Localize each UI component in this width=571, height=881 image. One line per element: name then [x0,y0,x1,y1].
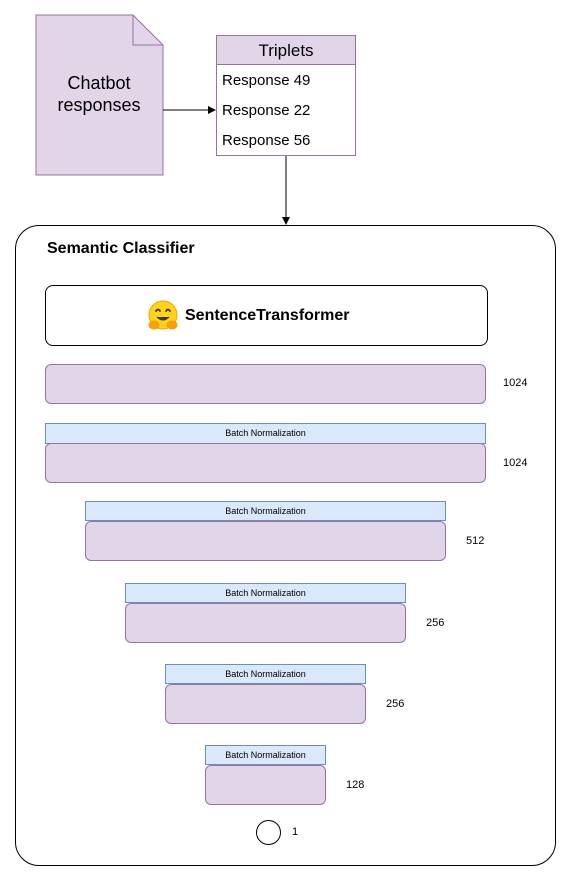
batch-norm-bar: Batch Normalization [45,423,486,444]
triplet-item: Response 49 [222,72,311,89]
dense-layer [85,521,446,561]
document-label-line2: responses [57,95,141,115]
sentence-transformer-box [45,285,488,346]
batch-norm-bar: Batch Normalization [165,664,366,684]
dense-layer [45,364,486,404]
hugging-face-icon [148,300,178,330]
layer-size-label: 256 [426,617,445,629]
document-label-line1: Chatbot [67,73,131,93]
triplets-header: Triplets [217,36,355,65]
triplet-item: Response 56 [222,132,311,149]
output-node [256,820,281,845]
layer-size-label: 256 [386,698,405,710]
layer-size-label: 1024 [503,377,528,389]
arrowhead-triplets-to-classifier [282,217,290,225]
classifier-title: Semantic Classifier [47,240,195,257]
sentence-transformer-label: SentenceTransformer [185,307,350,324]
batch-norm-bar: Batch Normalization [125,583,406,603]
document-fold [132,15,163,46]
dense-layer [125,603,406,643]
layer-size-label: 512 [466,535,485,547]
sentence-transformer-label-group: SentenceTransformer [146,296,350,336]
triplet-item: Response 22 [222,102,311,119]
layer-size-label: 128 [346,779,365,791]
document-label: Chatbot responses [36,72,162,116]
dense-layer [165,684,366,724]
batch-norm-bar: Batch Normalization [205,745,326,765]
output-size-label: 1 [292,826,299,838]
arrowhead-doc-to-triplets [208,106,216,114]
dense-layer [45,443,486,483]
batch-norm-bar: Batch Normalization [85,501,446,521]
dense-layer [205,765,326,805]
layer-size-label: 1024 [503,457,528,469]
triplets-table: Triplets Response 49 Response 22 Respons… [216,35,356,156]
